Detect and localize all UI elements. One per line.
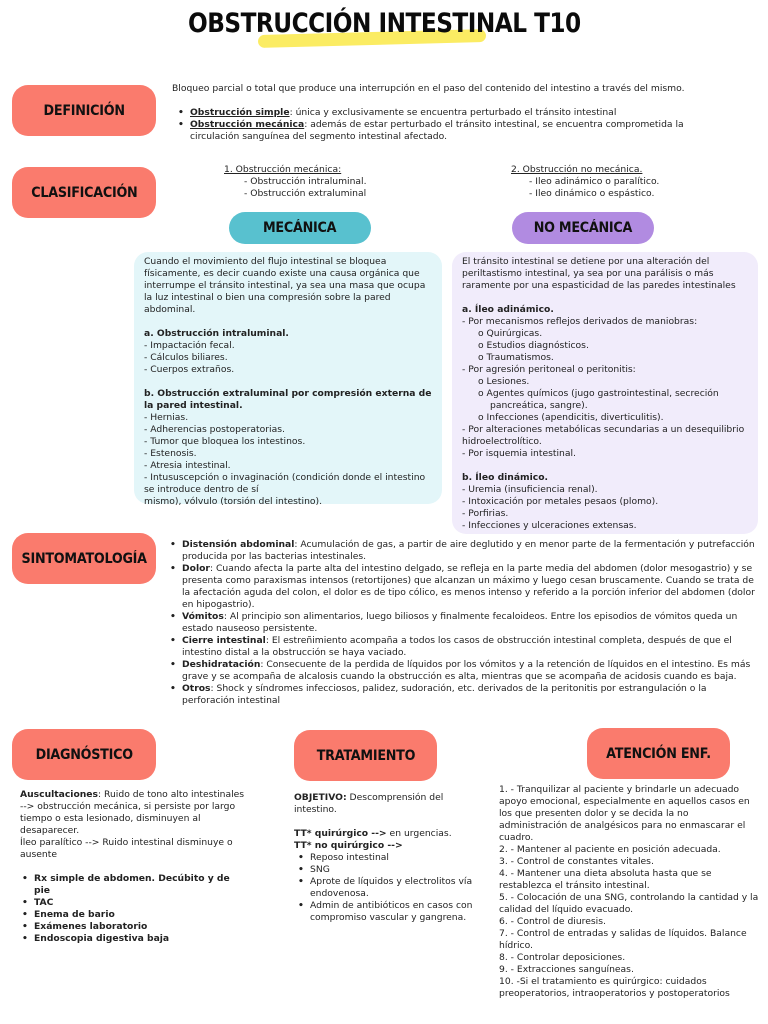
- tratamiento-quirurgico: TT* quirúrgico --> en urgencias.: [294, 828, 452, 839]
- list-item: - Ileo adinámico o paralítico.: [529, 176, 660, 187]
- list-item: 6. - Control de diuresis.: [499, 916, 606, 927]
- clasif-col1-title: 1. Obstrucción mecánica:: [224, 164, 342, 175]
- list-item: Otros: Shock y síndromes infecciosos, pa…: [168, 683, 758, 707]
- mecanica-box: Cuando el movimiento del flujo intestina…: [134, 252, 442, 507]
- no-mecanica-b-title: b. Íleo dinámico.: [462, 472, 549, 483]
- list-item: - Estenosis.: [144, 448, 197, 459]
- list-item: 10. -Si el tratamiento es quirúrgico: cu…: [499, 976, 730, 999]
- list-item: Aprote de líquidos y electrolitos vía en…: [296, 876, 480, 900]
- list-item: SNG: [296, 864, 480, 876]
- list-item: Dolor: Cuando afecta la parte alta del i…: [168, 563, 758, 611]
- atencion-section: 1. - Tranquilizar al paciente y brindarl…: [499, 784, 759, 1000]
- list-item: Endoscopia digestiva baja: [20, 933, 246, 945]
- list-item: - Intususcepción o invaginación (condici…: [144, 472, 426, 495]
- list-item: 4. - Mantener una dieta absoluta hasta q…: [499, 868, 712, 891]
- list-item: Deshidratación: Consecuente de la perdid…: [168, 659, 758, 683]
- no-mecanica-pill: NO MECÁNICA: [512, 212, 654, 244]
- diagnostico-auscultaciones: Auscultaciones: Ruido de tono alto intes…: [20, 789, 245, 836]
- mecanica-intro: Cuando el movimiento del flujo intestina…: [144, 256, 426, 315]
- mecanica-pill: MECÁNICA: [229, 212, 371, 244]
- list-item: - Ileo dinámico o espástico.: [529, 188, 655, 199]
- clasificacion-no-mecanica: 2. Obstrucción no mecánica. - Ileo adiná…: [511, 164, 711, 200]
- list-item: 9. - Extracciones sanguíneas.: [499, 964, 634, 975]
- list-item: Obstrucción mecánica: además de estar pe…: [176, 119, 732, 143]
- list-item: - Adherencias postoperatorias.: [144, 424, 285, 435]
- list-item: 2. - Mantener al paciente en posición ad…: [499, 844, 721, 855]
- list-item: - Uremia (insuficiencia renal).: [462, 484, 598, 495]
- diagnostico-ileo: Íleo paralítico --> Ruido intestinal dis…: [20, 837, 233, 860]
- list-item: pancreática, sangre).: [490, 400, 588, 411]
- tratamiento-section: OBJETIVO: Descomprensión del intestino. …: [294, 792, 480, 924]
- list-item: o Infecciones (apendicitis, diverticulit…: [478, 412, 664, 423]
- list-item: 7. - Control de entradas y salidas de lí…: [499, 928, 747, 951]
- mecanica-a-title: a. Obstrucción intraluminal.: [144, 328, 289, 339]
- definicion-intro: Bloqueo parcial o total que produce una …: [172, 83, 685, 94]
- list-item: Obstrucción simple: única y exclusivamen…: [176, 107, 732, 119]
- clasificacion-pill: CLASIFICACIÓN: [12, 167, 156, 218]
- list-item: 1. - Tranquilizar al paciente y brindarl…: [499, 784, 750, 843]
- list-item: o Lesiones.: [478, 376, 530, 387]
- list-item: 8. - Controlar deposiciones.: [499, 952, 626, 963]
- list-item: o Estudios diagnósticos.: [478, 340, 589, 351]
- list-item: Cierre intestinal: El estreñimiento acom…: [168, 635, 758, 659]
- list-item: Rx simple de abdomen. Decúbito y de pie: [20, 873, 246, 897]
- list-item: Vómitos: Al principio son alimentarios, …: [168, 611, 758, 635]
- list-item: Distensión abdominal: Acumulación de gas…: [168, 539, 758, 563]
- list-item: - Infecciones y ulceraciones extensas.: [462, 520, 637, 531]
- list-item: 3. - Control de constantes vitales.: [499, 856, 654, 867]
- tratamiento-no-quirurgico: TT* no quirúrgico -->: [294, 840, 403, 851]
- list-item: - Atresia intestinal.: [144, 460, 231, 471]
- list-item: - Cuerpos extraños.: [144, 364, 235, 375]
- tratamiento-pill: TRATAMIENTO: [294, 730, 437, 781]
- list-item: - Intoxicación por metales pesaos (plomo…: [462, 496, 659, 507]
- list-item: - Obstrucción extraluminal: [244, 188, 367, 199]
- list-item: - Porfirias.: [462, 508, 509, 519]
- diagnostico-list: Rx simple de abdomen. Decúbito y de pie …: [20, 873, 246, 945]
- list-item: - Obstrucción intraluminal.: [244, 176, 367, 187]
- sintomatologia-pill: SINTOMATOLOGÍA: [12, 533, 156, 584]
- list-item: 5. - Colocación de una SNG, controlando …: [499, 892, 759, 915]
- page-title: OBSTRUCCIÓN INTESTINAL T10: [187, 8, 581, 39]
- list-item: o Traumatismos.: [478, 352, 554, 363]
- list-item: - Por mecanismos reflejos derivados de m…: [462, 316, 698, 327]
- list-item: o Quirúrgicas.: [478, 328, 543, 339]
- clasificacion-mecanica: 1. Obstrucción mecánica: - Obstrucción i…: [224, 164, 424, 200]
- list-item: - Cálculos biliares.: [144, 352, 228, 363]
- list-item: Exámenes laboratorio: [20, 921, 246, 933]
- mecanica-b-title: b. Obstrucción extraluminal por compresi…: [144, 388, 432, 411]
- list-item: TAC: [20, 897, 246, 909]
- list-item: - Por isquemia intestinal.: [462, 448, 576, 459]
- no-mecanica-intro: El tránsito intestinal se detiene por un…: [462, 256, 736, 291]
- list-item: Admin de antibióticos en casos con compr…: [296, 900, 480, 924]
- list-item: - Impactación fecal.: [144, 340, 235, 351]
- list-item: mismo), vólvulo (torsión del intestino).: [144, 496, 323, 507]
- atencion-pill: ATENCIÓN ENF.: [587, 728, 730, 779]
- list-item: Reposo intestinal: [296, 852, 480, 864]
- list-item: - Hernias.: [144, 412, 189, 423]
- definicion-list: Obstrucción simple: única y exclusivamen…: [172, 107, 732, 143]
- sintomatologia-list: Distensión abdominal: Acumulación de gas…: [168, 539, 758, 707]
- definicion-pill: DEFINICIÓN: [12, 85, 156, 136]
- no-mecanica-box: El tránsito intestinal se detiene por un…: [452, 252, 758, 534]
- list-item: Enema de bario: [20, 909, 246, 921]
- list-item: o Agentes químicos (jugo gastrointestina…: [478, 388, 719, 399]
- diagnostico-pill: DIAGNÓSTICO: [12, 729, 156, 780]
- list-item: - Por alteraciones metabólicas secundari…: [462, 424, 745, 447]
- tratamiento-list: Reposo intestinal SNG Aprote de líquidos…: [296, 852, 480, 924]
- diagnostico-section: Auscultaciones: Ruido de tono alto intes…: [20, 789, 246, 945]
- page-title-wrap: OBSTRUCCIÓN INTESTINAL T10: [0, 8, 768, 39]
- tratamiento-objetivo: OBJETIVO: Descomprensión del intestino.: [294, 792, 444, 815]
- list-item: - Tumor que bloquea los intestinos.: [144, 436, 306, 447]
- no-mecanica-a-title: a. Íleo adinámico.: [462, 304, 554, 315]
- definicion-section: Bloqueo parcial o total que produce una …: [172, 83, 732, 143]
- clasif-col2-title: 2. Obstrucción no mecánica.: [511, 164, 643, 175]
- list-item: - Por agresión peritoneal o peritonitis:: [462, 364, 636, 375]
